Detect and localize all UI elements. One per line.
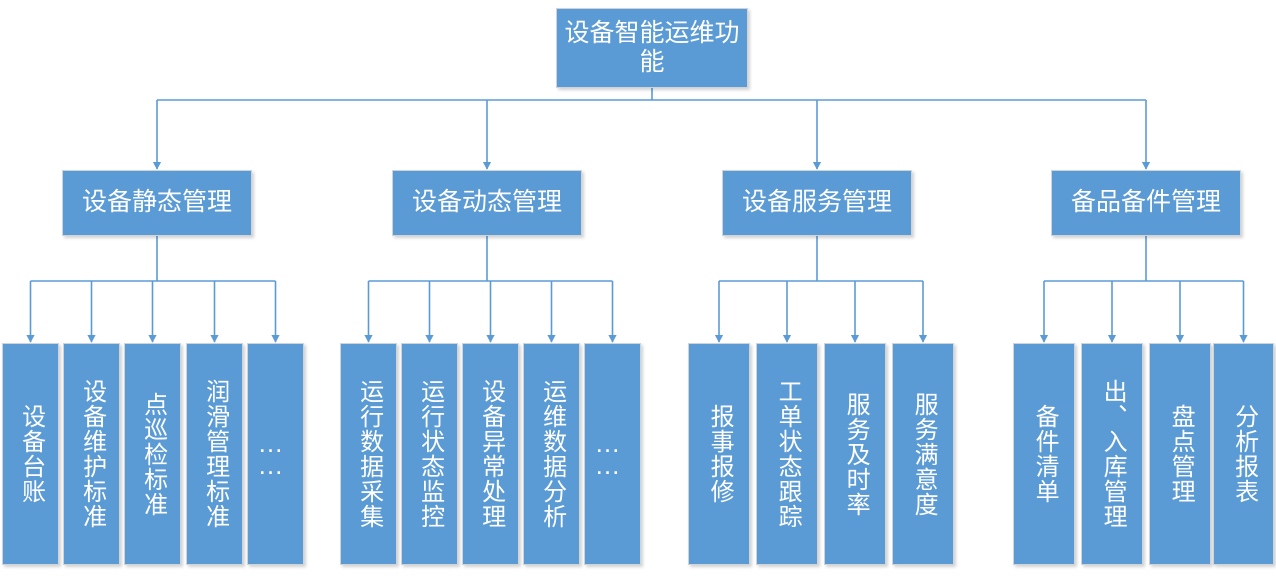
ellipsis-dots-row: … [257,450,284,480]
leaf-node-label: 盘点管理 [1167,404,1195,504]
leaf-node-label: 运行数据采集 [355,379,383,529]
leaf-node-label: 设备异常处理 [477,379,505,529]
leaf-node-label: 设备台账 [17,404,45,504]
leaf-node-4-1[interactable]: 备件清单 [1013,343,1075,565]
branch-node-3[interactable]: 设备服务管理 [722,170,912,236]
root-node-label: 设备智能运维功能 [564,18,740,77]
leaf-node-2-1[interactable]: 运行数据采集 [340,343,397,565]
leaf-node-4-2[interactable]: 出、入库管理 [1081,343,1143,565]
leaf-node-1-1[interactable]: 设备台账 [2,343,59,565]
leaf-node-label: 润滑管理标准 [201,379,229,529]
leaf-node-label: 运维数据分析 [538,379,566,529]
leaf-node-3-4[interactable]: 服务满意度 [892,343,954,565]
ellipsis-dots-row: … [594,427,621,458]
leaf-node-label: 服务及时率 [842,391,870,517]
leaf-node-label: 设备维护标准 [78,379,106,529]
root-node[interactable]: 设备智能运维功能 [556,8,748,88]
branch-node-label: 备品备件管理 [1070,188,1221,217]
leaf-node-label: 服务满意度 [910,391,938,517]
leaf-node-1-2[interactable]: 设备维护标准 [63,343,120,565]
branch-node-label: 设备动态管理 [411,188,562,217]
leaf-node-label: 运行状态监控 [416,379,444,529]
leaf-node-label: 备件清单 [1031,404,1059,504]
leaf-node-label: 点巡检标准 [139,391,167,517]
leaf-node-4-4[interactable]: 分析报表 [1213,343,1274,565]
branch-node-label: 设备服务管理 [741,188,892,217]
leaf-node-ellipsis[interactable]: …… [247,343,304,565]
leaf-node-1-3[interactable]: 点巡检标准 [124,343,181,565]
ellipsis-dots-row: … [257,427,284,458]
leaf-node-3-1[interactable]: 报事报修 [688,343,750,565]
leaf-node-label: 出、入库管理 [1099,379,1127,529]
leaf-node-1-4[interactable]: 润滑管理标准 [186,343,243,565]
ellipsis-dots-row: … [594,450,621,480]
leaf-node-3-2[interactable]: 工单状态跟踪 [756,343,818,565]
branch-node-4[interactable]: 备品备件管理 [1051,170,1241,236]
leaf-node-label: 分析报表 [1230,404,1258,504]
leaf-node-label: 报事报修 [706,404,734,504]
leaf-node-4-3[interactable]: 盘点管理 [1149,343,1211,565]
branch-node-2[interactable]: 设备动态管理 [392,170,582,236]
branch-node-1[interactable]: 设备静态管理 [62,170,252,236]
branch-node-label: 设备静态管理 [81,188,232,217]
leaf-node-2-4[interactable]: 运维数据分析 [523,343,580,565]
leaf-node-ellipsis[interactable]: …… [584,343,641,565]
leaf-node-3-3[interactable]: 服务及时率 [824,343,886,565]
leaf-node-2-2[interactable]: 运行状态监控 [401,343,458,565]
leaf-node-label: 工单状态跟踪 [774,379,802,529]
leaf-node-2-3[interactable]: 设备异常处理 [462,343,519,565]
